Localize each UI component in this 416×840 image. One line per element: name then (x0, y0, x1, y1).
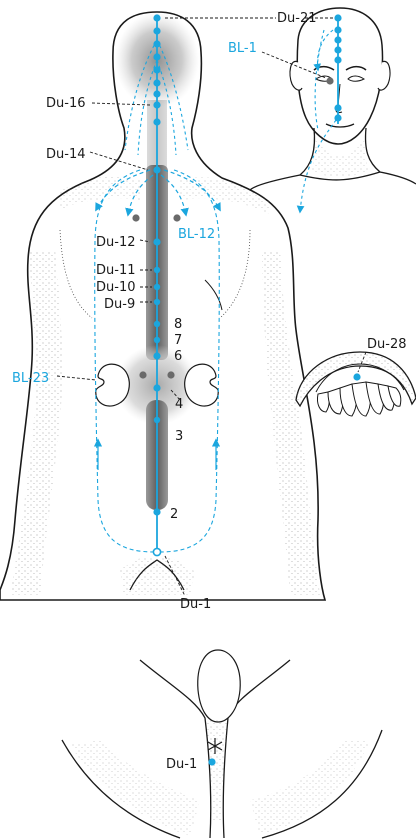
bl23-right-point (167, 371, 174, 378)
du4-point (153, 384, 160, 391)
du16-point (153, 101, 160, 108)
face-figure (250, 8, 416, 212)
label-bl12: BL-12 (178, 227, 215, 242)
bl12-left-point (132, 214, 139, 221)
label-8: 8 (174, 317, 182, 332)
label-4: 4 (175, 397, 183, 412)
du11-point (154, 267, 160, 273)
du6-point (153, 352, 160, 359)
label-3: 3 (175, 429, 183, 444)
perineum-shading-left (70, 740, 200, 836)
perineum-figure (62, 650, 382, 838)
bl23-left-point (139, 371, 146, 378)
label-du10: Du-10 (96, 280, 135, 295)
du21-point (153, 14, 160, 21)
teeth (317, 382, 400, 416)
label-du9: Du-9 (104, 297, 135, 312)
label-du21: Du-21 (277, 11, 316, 26)
label-du1-perineum: Du-1 (166, 757, 197, 772)
du10-point (154, 284, 160, 290)
du1-back-point (153, 548, 160, 555)
label-2: 2 (170, 507, 178, 522)
label-du12: Du-12 (96, 235, 135, 250)
label-du1-back: Du-1 (180, 597, 211, 612)
label-bl23: BL-23 (12, 371, 49, 386)
label-du16: Du-16 (46, 96, 85, 111)
face-neck-shading (312, 140, 368, 177)
perineum-shading-right (250, 740, 370, 836)
bl12-right-point (173, 214, 180, 221)
du14-point (153, 166, 160, 173)
du12-point (153, 238, 160, 245)
du1-perineum-point (208, 758, 215, 765)
label-bl1: BL-1 (228, 41, 257, 56)
label-6: 6 (174, 349, 182, 364)
scrotum (198, 650, 240, 722)
du28-point (353, 373, 360, 380)
label-du11: Du-11 (96, 263, 135, 278)
mouth-figure (296, 352, 416, 416)
du9-point (154, 299, 160, 305)
label-7: 7 (174, 333, 182, 348)
bl1-point (326, 77, 333, 84)
label-du28: Du-28 (367, 337, 406, 352)
du2-point (153, 508, 160, 515)
du8-point (154, 321, 160, 327)
du3-point (154, 417, 160, 423)
label-du14: Du-14 (46, 147, 85, 162)
du7-point (154, 337, 160, 343)
